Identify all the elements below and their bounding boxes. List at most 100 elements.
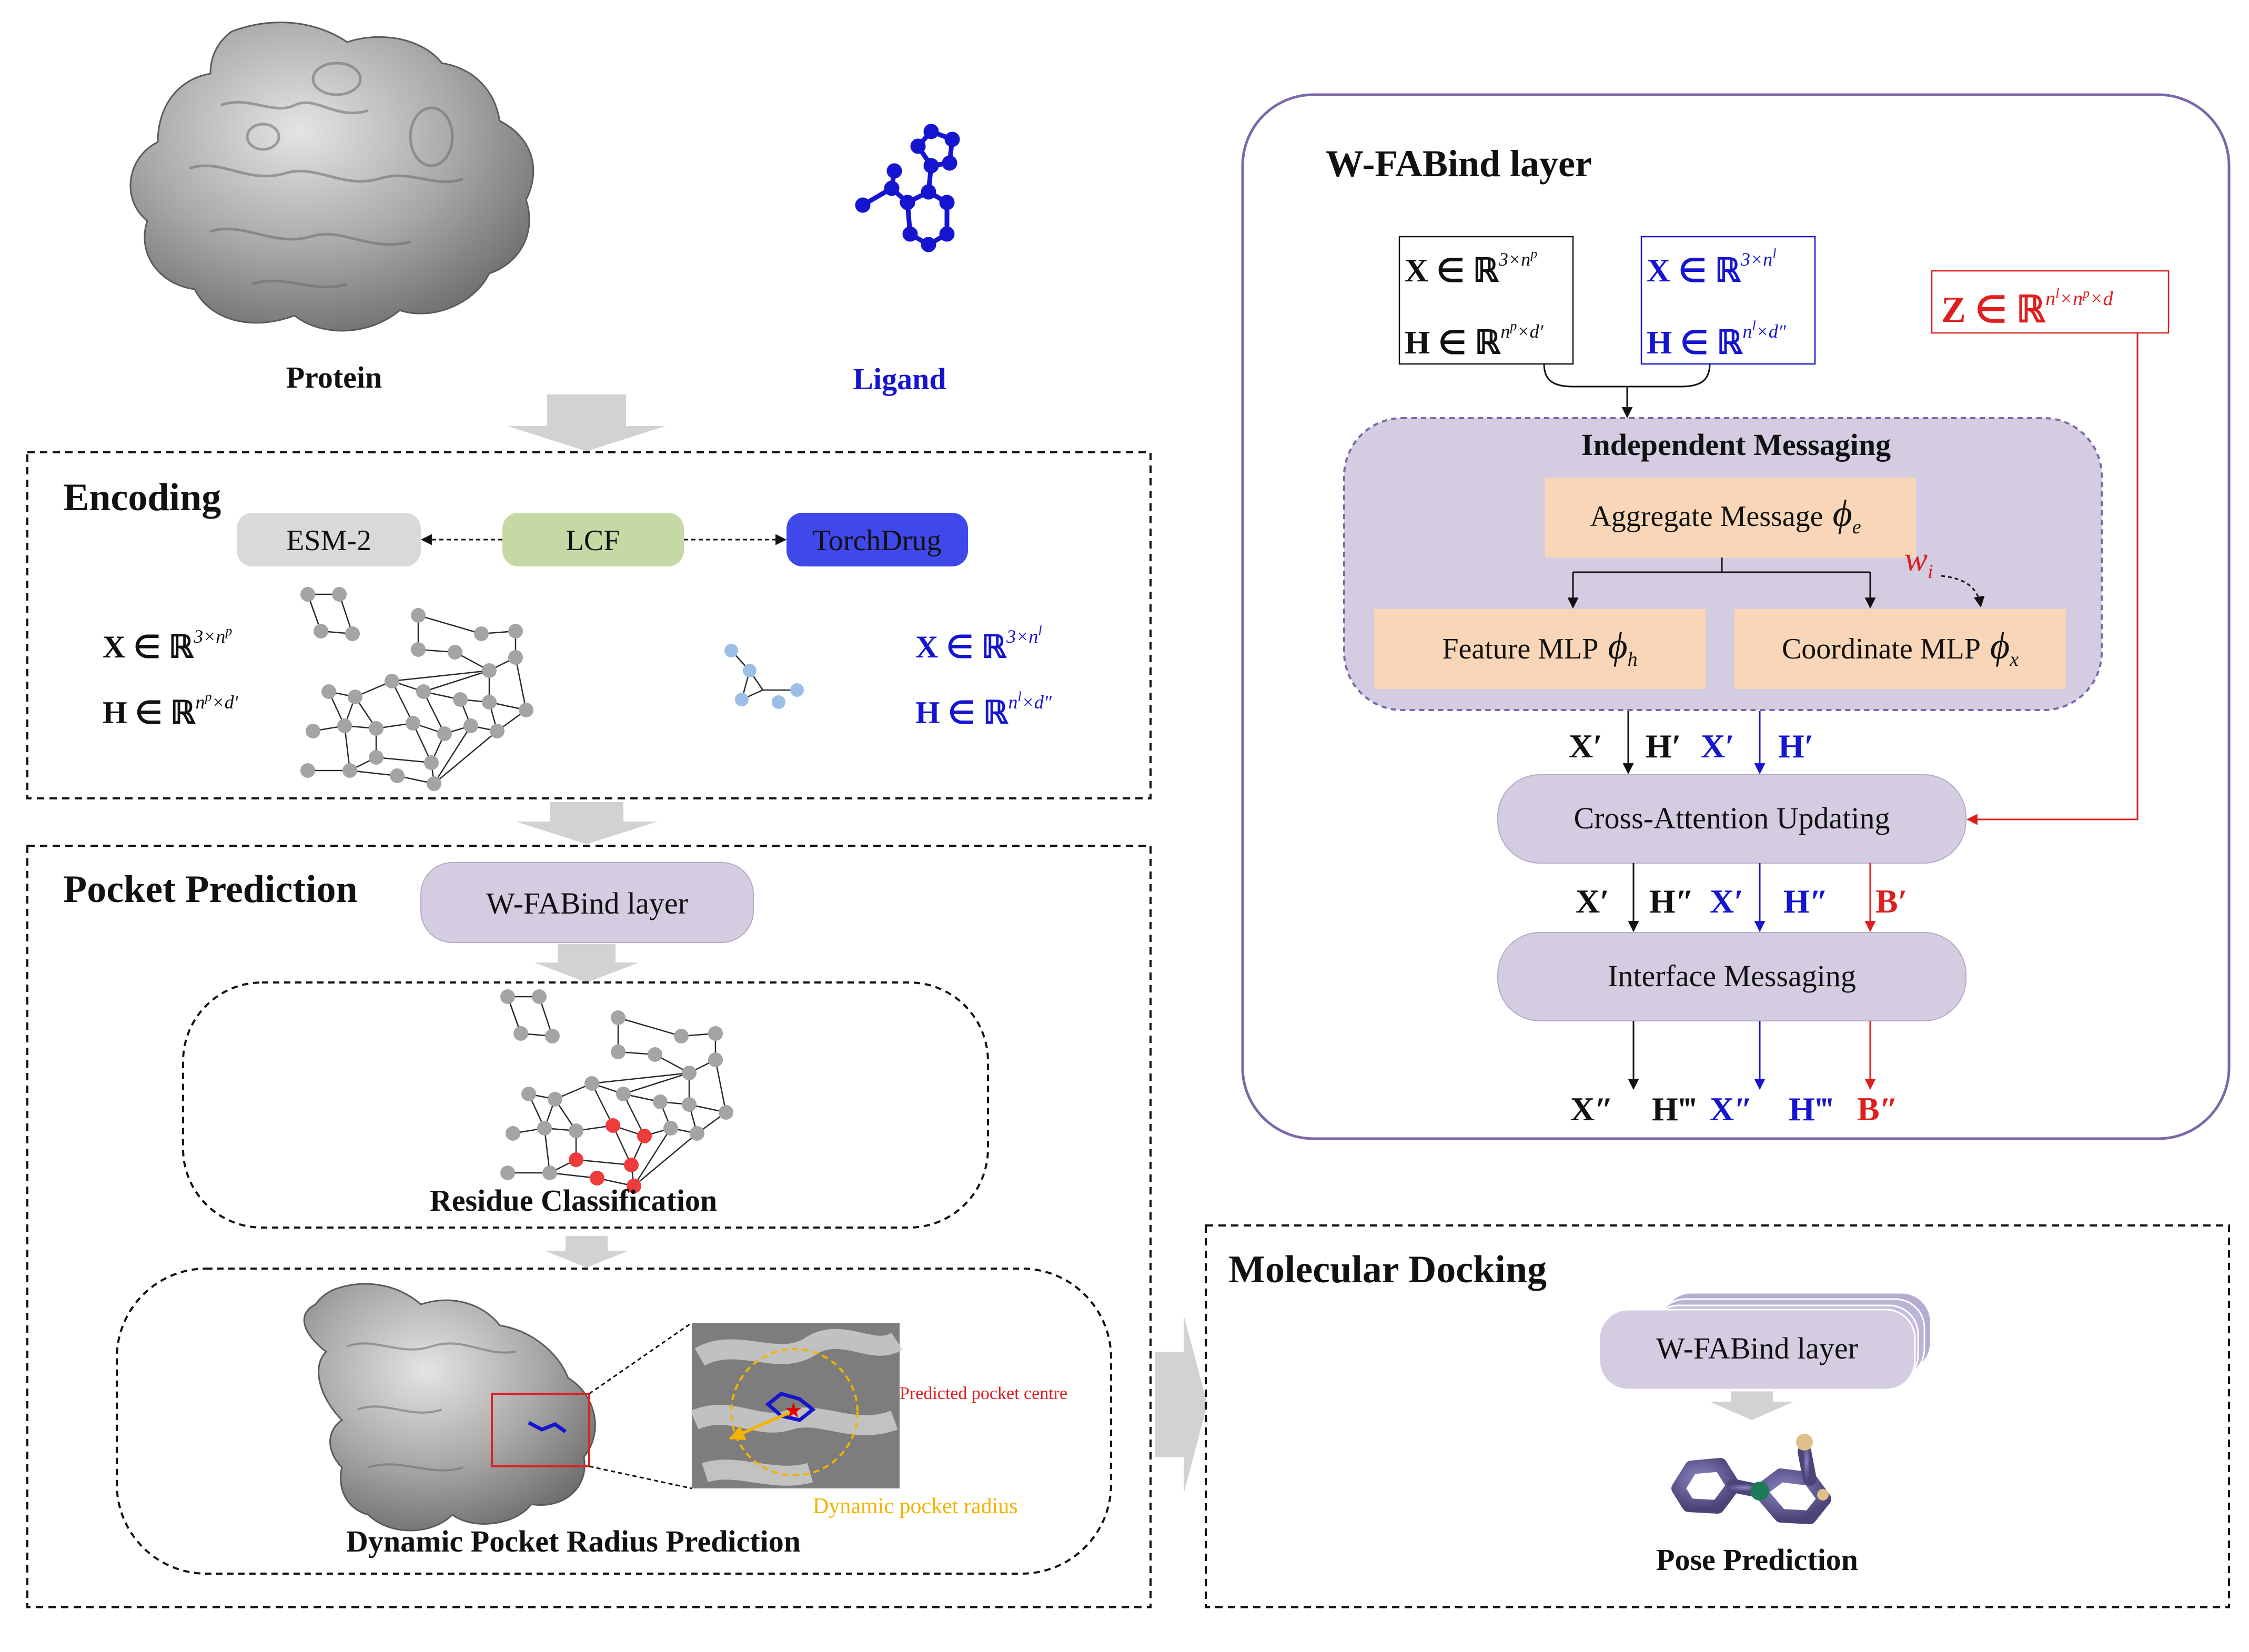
radius-prediction-panel <box>116 1268 1112 1575</box>
branch-connector <box>1573 558 1870 573</box>
residue-node <box>490 724 505 738</box>
residue-node <box>345 626 360 641</box>
wfabind-title: W-FABind layer <box>1326 143 1592 185</box>
row1-x-black: X′ <box>1569 727 1602 765</box>
residue-node <box>424 755 439 770</box>
encoding-panel <box>26 451 1152 799</box>
graph-edge <box>433 731 498 784</box>
residue-node <box>437 726 452 741</box>
residue-node <box>453 692 468 707</box>
row3-h-blue: H‴ <box>1789 1090 1833 1128</box>
graph-edge <box>391 670 490 682</box>
lcf-label: LCF <box>566 524 620 557</box>
pocket-protein-structure <box>303 1283 596 1532</box>
graph-edge <box>349 769 398 777</box>
graph-edge <box>344 725 351 771</box>
residue-node <box>663 1121 678 1136</box>
pocket-radius-arrow <box>729 1410 793 1440</box>
residue-node <box>463 718 478 733</box>
input-protein-h: H ∈ ℝnp×d′ <box>1405 318 1544 361</box>
graph-edge <box>549 1172 598 1179</box>
weight-symbol: wi <box>1904 540 1933 583</box>
residue-node <box>300 587 315 602</box>
residue-node <box>674 1029 689 1043</box>
protein-graph-encoding <box>300 587 533 791</box>
graph-edge <box>591 1072 690 1085</box>
graph-edge <box>543 1128 551 1173</box>
pocket-centre-star: ★ <box>784 1398 803 1422</box>
residue-node <box>653 1094 668 1109</box>
coordinate-mlp-box <box>1734 609 2066 689</box>
pocket-panel <box>26 845 1152 1608</box>
residue-node <box>506 1126 520 1141</box>
residue-node <box>300 763 315 778</box>
row1-h-blue: H′ <box>1778 727 1814 765</box>
pocket-residue-node <box>624 1158 639 1172</box>
protein-structure <box>129 22 534 332</box>
lcf-box <box>502 513 684 566</box>
residue-node <box>708 1026 723 1041</box>
residue-node <box>648 1047 662 1062</box>
residue-node <box>719 1105 733 1120</box>
residue-node <box>537 1121 552 1136</box>
residue-node <box>474 626 489 641</box>
graph-edge <box>618 1017 682 1037</box>
graph-edge <box>515 657 527 711</box>
residue-node <box>519 703 533 717</box>
docking-wfabind-label: W-FABind layer <box>1656 1331 1858 1365</box>
residue-node <box>416 684 431 699</box>
feature-mlp-box <box>1374 609 1706 689</box>
residue-node <box>314 624 328 638</box>
cross-attention-box <box>1497 774 1966 864</box>
row1-h-black: H′ <box>1646 727 1681 765</box>
residue-node <box>682 1097 697 1112</box>
flow-arrow-docking <box>1710 1389 1794 1420</box>
residue-node <box>306 724 320 738</box>
pocket-wfabind-label: W-FABind layer <box>486 886 688 920</box>
residue-node <box>500 989 515 1004</box>
input-pair-z: Z ∈ ℝnl×np×d <box>1941 286 2114 330</box>
ligand-label: Ligand <box>853 362 946 396</box>
residue-node <box>521 1087 536 1101</box>
zoom-line-bottom <box>589 1465 692 1489</box>
residue-node <box>532 989 547 1004</box>
ligand-graph-encoding <box>724 644 804 709</box>
graph-edge <box>714 1059 727 1113</box>
graph-edge <box>376 756 432 764</box>
residue-node <box>482 695 497 710</box>
residue-node <box>611 1045 626 1059</box>
graph-edge <box>633 1133 698 1187</box>
row3-b-red: B″ <box>1857 1090 1898 1128</box>
residue-node <box>332 587 347 602</box>
graph-edge <box>591 1083 614 1126</box>
graph-edge <box>633 1128 672 1187</box>
residue-node <box>616 1087 631 1101</box>
residue-node <box>508 650 523 665</box>
pose-molecule <box>1671 1434 1831 1524</box>
input-box-pair <box>1931 270 2170 334</box>
row2-x-black: X′ <box>1576 883 1609 920</box>
row2-h-blue: H″ <box>1783 883 1828 920</box>
input-box-ligand <box>1640 236 1816 365</box>
graph-edge <box>418 614 482 635</box>
flow-arrow-to-docking <box>1155 1315 1207 1494</box>
residue-node <box>348 690 362 704</box>
ligand-structure <box>855 124 960 252</box>
residue-node <box>682 1066 697 1080</box>
residue-node <box>411 608 426 623</box>
dynamic-radius-annotation: Dynamic pocket radius <box>813 1494 1018 1518</box>
graph-edge <box>622 1093 646 1137</box>
aggregate-message-box <box>1545 478 1916 558</box>
residue-node <box>690 1126 704 1141</box>
row2-b-red: B′ <box>1875 883 1908 920</box>
residue-classification-panel <box>182 981 989 1229</box>
residue-node <box>545 1029 560 1043</box>
encoding-protein-h: H ∈ ℝnp×d′ <box>103 689 239 730</box>
row3-x-black: X″ <box>1570 1090 1613 1128</box>
residue-node <box>427 776 441 791</box>
residue-node <box>385 674 399 688</box>
pocket-residue-node <box>637 1129 652 1143</box>
